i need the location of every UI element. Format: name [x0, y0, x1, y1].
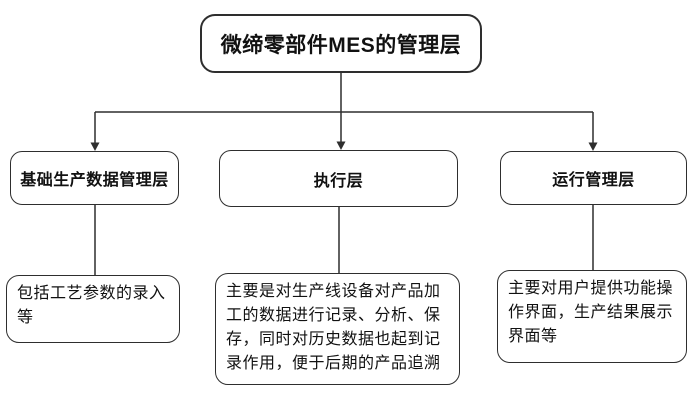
node-description-operation-management: 主要对用户提供功能操作界面，生产结果展示界面等: [497, 270, 687, 363]
node-branch-label: 运行管理层: [552, 172, 635, 189]
node-description-text: 主要是对生产线设备对产品加工的数据进行记录、分析、保存，同时对历史数据也起到记录…: [226, 283, 441, 372]
arrow-down-icon: [588, 142, 598, 151]
node-description-text: 包括工艺参数的录入等: [17, 285, 166, 326]
node-branch-label: 执行层: [313, 172, 364, 190]
node-branch-operation-management: 运行管理层: [500, 151, 687, 205]
node-branch-label: 基础生产数据管理层: [20, 172, 169, 189]
node-description-execution-layer: 主要是对生产线设备对产品加工的数据进行记录、分析、保存，同时对历史数据也起到记录…: [215, 273, 460, 385]
arrow-down-icon: [336, 141, 346, 150]
node-root-label: 微缔零部件MES的管理层: [220, 33, 462, 57]
node-branch-execution-layer: 执行层: [219, 150, 458, 207]
node-branch-basic-production-data: 基础生产数据管理层: [10, 151, 179, 205]
node-description-text: 主要对用户提供功能操作界面，生产结果展示界面等: [508, 280, 674, 345]
node-description-basic-production-data: 包括工艺参数的录入等: [6, 275, 180, 343]
arrow-down-icon: [90, 142, 100, 151]
node-root-management-layer: 微缔零部件MES的管理层: [200, 14, 482, 73]
